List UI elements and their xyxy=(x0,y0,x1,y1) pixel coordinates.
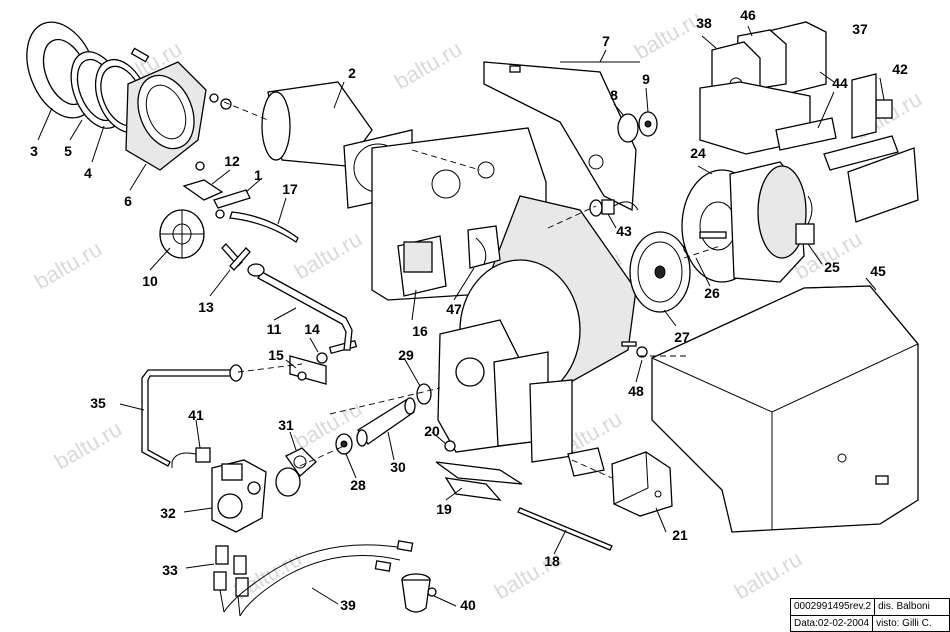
part-33-fittings xyxy=(213,545,249,597)
label-27: 27 xyxy=(674,329,690,345)
part-47-bracket xyxy=(467,225,501,269)
part-16-ignition-transformer xyxy=(397,235,447,297)
drawn-by: dis. Balboni xyxy=(874,599,933,615)
label-37: 37 xyxy=(852,21,868,37)
part-15-bracket xyxy=(289,355,327,385)
part-13-electrode-clamp xyxy=(221,243,265,277)
label-25: 25 xyxy=(824,259,840,275)
label-38: 38 xyxy=(696,15,712,31)
part-29-nozzle xyxy=(416,383,432,405)
label-11: 11 xyxy=(267,321,282,337)
part-24-motor xyxy=(681,161,807,283)
drawing-number: 0002991495rev.2 xyxy=(794,601,872,612)
part-19-plate xyxy=(435,461,523,501)
part-8-seal xyxy=(617,113,639,143)
label-7: 7 xyxy=(602,33,610,49)
checked-by: visto: Gilli C. xyxy=(872,616,935,632)
label-28: 28 xyxy=(350,477,366,493)
label-16: 16 xyxy=(412,323,428,339)
label-48: 48 xyxy=(628,383,644,399)
label-45: 45 xyxy=(870,263,886,279)
part-18-rod xyxy=(517,507,613,551)
label-14: 14 xyxy=(304,321,320,337)
label-leaders xyxy=(37,25,885,607)
label-6: 6 xyxy=(124,193,132,209)
label-20: 20 xyxy=(424,423,440,439)
part-31-coupling xyxy=(275,447,317,497)
part-6-mounting-flange xyxy=(125,61,207,171)
label-44: 44 xyxy=(832,75,848,91)
label-42: 42 xyxy=(892,61,908,77)
drawing-date: Data:02-02-2004 xyxy=(794,618,870,629)
label-3: 3 xyxy=(30,143,38,159)
label-13: 13 xyxy=(198,299,214,315)
watermark-text: baltu.ru xyxy=(730,546,806,604)
small-plate-21 xyxy=(567,447,605,477)
label-1: 1 xyxy=(254,167,262,183)
part-44-terminal-strip xyxy=(775,117,837,151)
flange-screws xyxy=(130,47,232,110)
label-43: 43 xyxy=(616,223,632,239)
watermark-text: baltu.ru xyxy=(290,226,366,284)
label-29: 29 xyxy=(398,347,414,363)
part-41-pump-valve xyxy=(171,447,211,468)
part-43-photocell xyxy=(589,199,639,217)
part-10-diffuser-disc xyxy=(159,209,205,259)
watermark-text: baltu.ru xyxy=(30,236,106,294)
label-5: 5 xyxy=(64,143,72,159)
part-39-flexible-hoses xyxy=(219,540,414,617)
title-block: 0002991495rev.2 dis. Balboni Data:02-02-… xyxy=(790,598,950,632)
label-12: 12 xyxy=(224,153,240,169)
label-47: 47 xyxy=(446,301,462,317)
part-45-burner-cover xyxy=(651,285,919,533)
part-48-washer xyxy=(621,341,648,358)
part-number-labels: 1234567891011121314151617181920212425262… xyxy=(30,7,908,613)
label-26: 26 xyxy=(704,285,720,301)
label-17: 17 xyxy=(282,181,298,197)
part-27-fan-wheel xyxy=(629,231,691,313)
part-20-oring xyxy=(444,440,456,452)
label-33: 33 xyxy=(162,562,178,578)
burner-housing xyxy=(371,127,637,463)
part-12-electrode xyxy=(182,161,224,201)
label-15: 15 xyxy=(268,347,284,363)
assembly-lines xyxy=(223,101,721,479)
label-18: 18 xyxy=(544,553,560,569)
part-7-cover-plate xyxy=(483,61,637,212)
label-35: 35 xyxy=(90,395,106,411)
label-31: 31 xyxy=(278,417,294,433)
watermark-text: baltu.ru xyxy=(390,36,466,94)
part-9-sight-glass xyxy=(638,111,658,137)
label-21: 21 xyxy=(672,527,688,543)
label-10: 10 xyxy=(142,273,158,289)
part-30-nozzle-holder xyxy=(356,397,416,447)
label-2: 2 xyxy=(348,65,356,81)
part-1-electrode-connector xyxy=(213,189,251,219)
part-32-oil-pump xyxy=(211,459,267,533)
label-41: 41 xyxy=(188,407,204,423)
label-30: 30 xyxy=(390,459,406,475)
label-46: 46 xyxy=(740,7,756,23)
part-25-motor-capacitor xyxy=(795,195,815,245)
label-40: 40 xyxy=(460,597,476,613)
part-42-relay xyxy=(875,99,893,119)
part-17-ignition-cable xyxy=(229,211,299,243)
part-35-oil-pipe xyxy=(141,364,243,467)
label-8: 8 xyxy=(610,87,618,103)
watermark-text: baltu.ru xyxy=(290,396,366,454)
label-39: 39 xyxy=(340,597,356,613)
mounting-plate-right xyxy=(823,73,919,223)
watermark-text: baltu.ru xyxy=(630,6,706,64)
part-40-oil-filter xyxy=(401,573,437,613)
label-19: 19 xyxy=(436,501,452,517)
watermark-text: baltu.ru xyxy=(50,416,126,474)
label-32: 32 xyxy=(160,505,176,521)
label-24: 24 xyxy=(690,145,706,161)
part-11-oil-line xyxy=(257,271,353,351)
part-21-pump-relay-box xyxy=(611,451,673,517)
label-4: 4 xyxy=(84,165,92,181)
label-9: 9 xyxy=(642,71,650,87)
part-28-filter xyxy=(335,433,353,455)
